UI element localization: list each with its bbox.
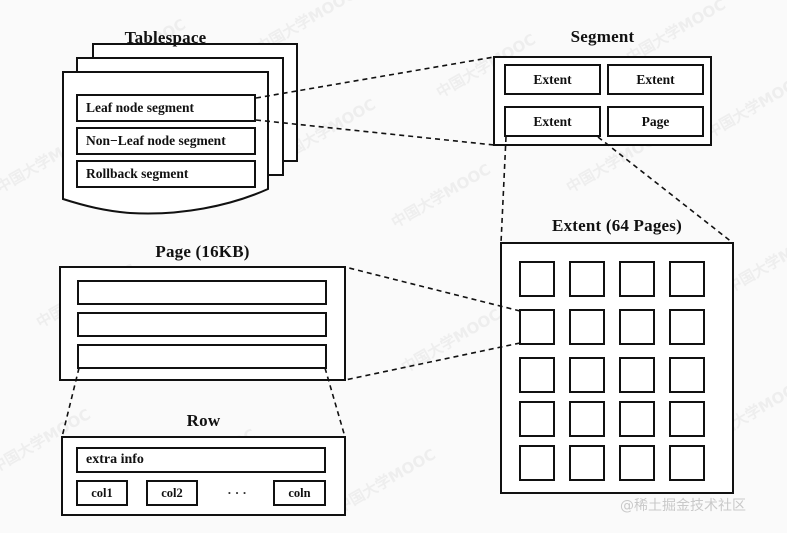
connector-page-row-right (324, 367, 346, 438)
extent-page-cell (619, 445, 655, 481)
extent-page-cell (619, 261, 655, 297)
segment-cell-label-2: Extent (533, 113, 572, 129)
row-column-box-1 (146, 480, 198, 506)
extent-page-cell (619, 401, 655, 437)
extent-page-cell (619, 357, 655, 393)
extent-page-cell (519, 357, 555, 393)
segment-label-leaf: Leaf node segment (86, 100, 194, 115)
connector-tablespace-segment-bottom (255, 119, 495, 146)
connector-tablespace-segment-top (255, 56, 495, 99)
row-column-label-2: coln (288, 485, 311, 500)
extent-page-cell (569, 357, 605, 393)
connector-layer (61, 56, 734, 438)
page-row-bar (77, 312, 327, 337)
extent-page-cell (669, 357, 705, 393)
segment-cell-3 (607, 106, 704, 137)
segment-cell-1 (607, 64, 704, 95)
segment-cell-label-1: Extent (636, 71, 675, 87)
row-column-label-0: col1 (91, 485, 113, 500)
row-extra-info-box (76, 447, 326, 473)
segment-box-rollback (76, 160, 256, 188)
connector-segment-extent-right (597, 136, 734, 244)
extent-page-cell (669, 309, 705, 345)
page-title-extent: Extent (64 Pages) (552, 216, 682, 235)
extent-page-cell (569, 445, 605, 481)
row-container (61, 436, 346, 516)
segment-cell-0 (504, 64, 601, 95)
segment-label-rollback: Rollback segment (86, 166, 189, 181)
segment-box-leaf (76, 94, 256, 122)
extent-page-cell (669, 261, 705, 297)
row-column-box-2 (273, 480, 326, 506)
page-container (59, 266, 346, 381)
segment-cell-2 (504, 106, 601, 137)
page-title-tablespace: Tablespace (124, 28, 207, 47)
extent-page-cell (669, 445, 705, 481)
segment-cell-label-3: Page (641, 113, 670, 129)
connector-extent-page-bottom (344, 342, 521, 381)
page-title-row: Row (186, 411, 221, 430)
segment-box-nonleaf (76, 127, 256, 155)
extent-page-cell (619, 309, 655, 345)
connector-extent-page-top (344, 266, 521, 312)
row-column-label-1: col2 (161, 485, 183, 500)
segment-cell-label-0: Extent (533, 71, 572, 87)
row-extra-info-label: extra info (86, 452, 144, 467)
page-row-bar-linked (77, 344, 327, 369)
extent-page-cell (519, 445, 555, 481)
extent-page-cell (569, 309, 605, 345)
row-column-box-0 (76, 480, 128, 506)
extent-page-cell (569, 401, 605, 437)
credit-watermark: @稀土掘金技术社区 (620, 498, 746, 514)
connector-page-row-left (61, 367, 80, 438)
extent-page-cell (519, 401, 555, 437)
extent-container (500, 242, 734, 494)
page-row-bar (77, 280, 327, 305)
extent-page-cell (669, 401, 705, 437)
segment-container (493, 56, 712, 146)
page-title-page: Page (16KB) (155, 242, 250, 261)
tablespace-stack (62, 43, 298, 215)
row-ellipsis: · · · (227, 485, 247, 500)
extent-page-cell-linked (519, 309, 555, 345)
extent-page-cell (519, 261, 555, 297)
extent-page-cell (569, 261, 605, 297)
extent-page-grid (519, 261, 705, 481)
segment-label-nonleaf: Non−Leaf node segment (86, 133, 226, 148)
page-title-segment: Segment (570, 27, 635, 46)
